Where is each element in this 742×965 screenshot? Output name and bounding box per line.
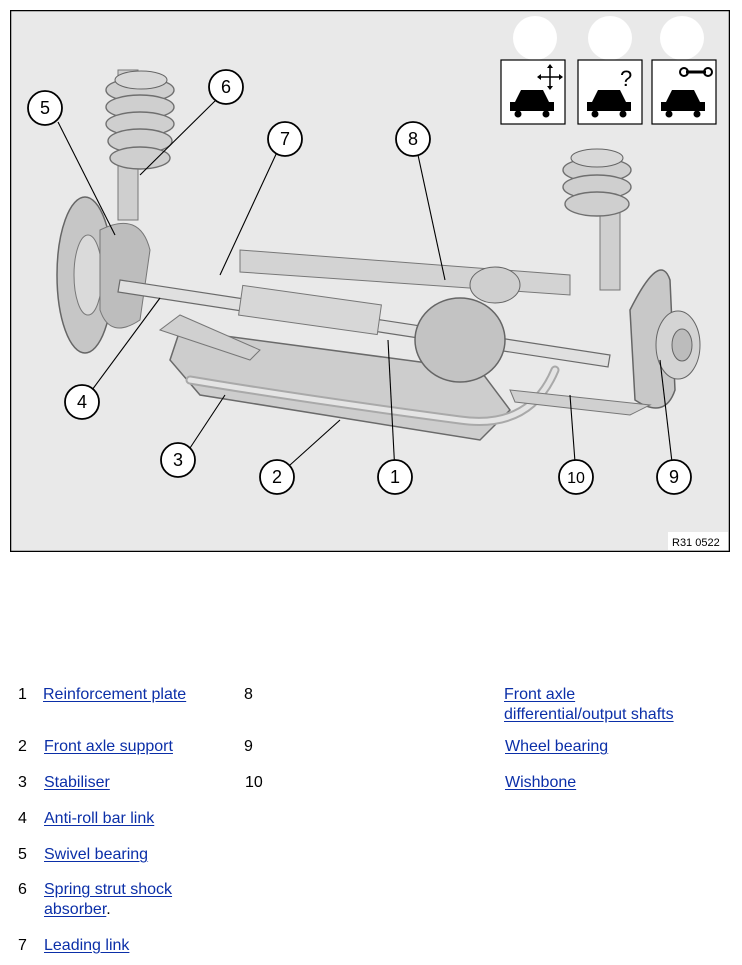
link-front-axle-differential-output-shafts[interactable]: Front axle differential/output shafts — [504, 686, 674, 723]
callout-1: 1 — [377, 459, 413, 495]
callout-10: 10 — [558, 459, 594, 495]
callout-5: 5 — [27, 90, 63, 126]
callout-markers: 1 2 3 4 5 6 7 8 9 10 — [27, 69, 692, 495]
svg-text:1: 1 — [390, 467, 400, 487]
front-axle-assembly — [56, 69, 701, 441]
link-suffix: . — [106, 901, 111, 918]
svg-text:8: 8 — [408, 129, 418, 149]
legend-num-4: 4 — [18, 810, 27, 827]
link-front-axle-support[interactable]: Front axle support — [44, 738, 173, 755]
link-anti-roll-bar-link[interactable]: Anti-roll bar link — [44, 810, 155, 827]
svg-text:9: 9 — [669, 467, 679, 487]
car-move-icon — [500, 59, 566, 125]
legend-num-9: 9 — [244, 738, 253, 755]
figure-ref-code: R31 0522 — [672, 537, 720, 549]
callout-4: 4 — [64, 384, 100, 420]
svg-text:4: 4 — [77, 392, 87, 412]
legend-num-3: 3 — [18, 774, 27, 791]
svg-text:3: 3 — [173, 450, 183, 470]
legend-num-7: 7 — [18, 937, 27, 954]
callout-9: 9 — [656, 459, 692, 495]
legend-num-1: 1 — [18, 686, 27, 703]
svg-text:?: ? — [620, 66, 632, 91]
link-spring-strut-shock-absorber[interactable]: Spring strut shock absorber — [44, 881, 173, 918]
link-stabiliser[interactable]: Stabiliser — [44, 774, 110, 791]
svg-text:7: 7 — [280, 129, 290, 149]
car-wrench-icon — [651, 59, 717, 125]
callout-6: 6 — [208, 69, 244, 105]
callout-3: 3 — [160, 442, 196, 478]
callout-2: 2 — [259, 459, 295, 495]
legend-num-6: 6 — [18, 881, 27, 898]
svg-text:5: 5 — [40, 98, 50, 118]
svg-text:6: 6 — [221, 77, 231, 97]
legend-num-8: 8 — [244, 686, 253, 703]
link-leading-link[interactable]: Leading link — [44, 937, 130, 954]
callout-8: 8 — [395, 121, 431, 157]
legend-num-2: 2 — [18, 738, 27, 755]
link-wishbone[interactable]: Wishbone — [505, 774, 577, 791]
svg-text:2: 2 — [272, 467, 282, 487]
legend-num-5: 5 — [18, 846, 27, 863]
front-axle-diagram: ? — [10, 10, 730, 552]
link-swivel-bearing[interactable]: Swivel bearing — [44, 846, 149, 863]
callout-7: 7 — [267, 121, 303, 157]
link-wheel-bearing[interactable]: Wheel bearing — [505, 738, 609, 755]
svg-text:10: 10 — [567, 470, 585, 487]
car-question-icon: ? — [577, 59, 643, 125]
link-reinforcement-plate[interactable]: Reinforcement plate — [43, 686, 187, 703]
legend-num-10: 10 — [245, 774, 263, 791]
